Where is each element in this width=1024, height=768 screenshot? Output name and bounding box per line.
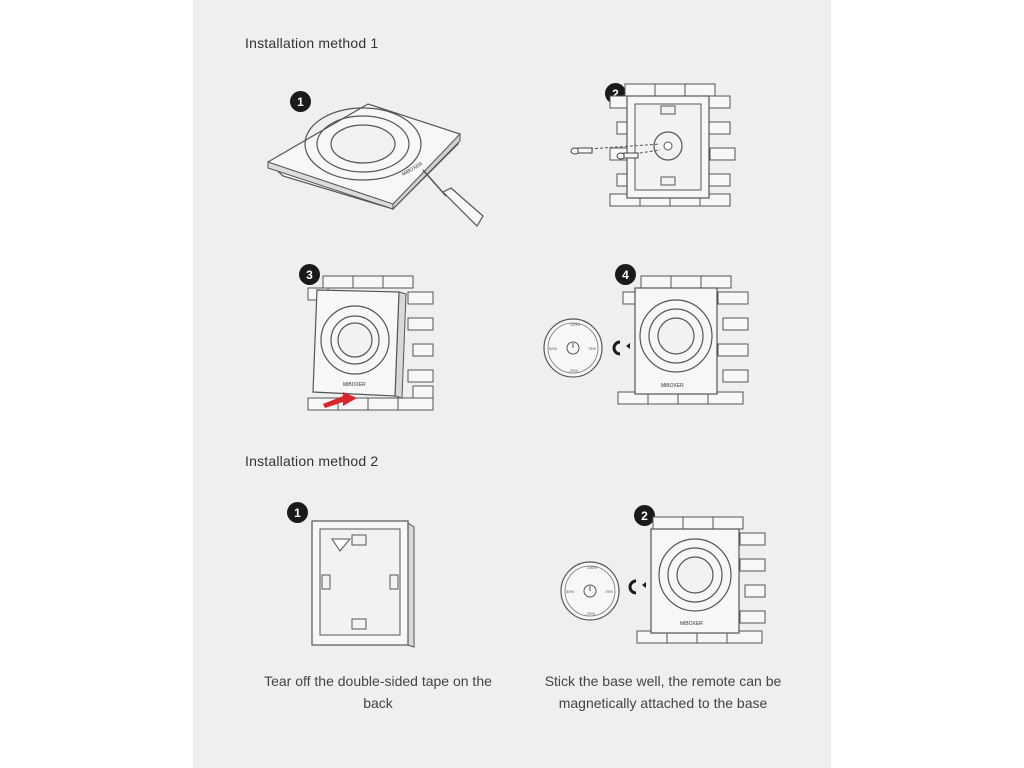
step-badge-m2-1: 1 bbox=[287, 502, 308, 523]
step-badge-m1-4: 4 bbox=[615, 264, 636, 285]
svg-text:50%: 50% bbox=[549, 346, 557, 351]
method1-heading: Installation method 1 bbox=[245, 35, 379, 51]
push-arrow bbox=[323, 392, 357, 408]
tape-corner bbox=[331, 538, 352, 552]
base-with-tape-illustration bbox=[311, 520, 415, 648]
svg-text:MiBOXER: MiBOXER bbox=[680, 621, 703, 627]
step-badge-m2-2: 2 bbox=[634, 505, 655, 526]
svg-text:75%: 75% bbox=[605, 589, 613, 594]
svg-text:50%: 50% bbox=[566, 589, 574, 594]
svg-text:75%: 75% bbox=[588, 346, 596, 351]
caption-m2-2: Stick the base well, the remote can be m… bbox=[544, 673, 782, 711]
remote-attached-illustration-m2: MiBOXER 100% 50% 75% 25% bbox=[560, 516, 766, 644]
panel-pushed-onto-base-illustration: MiBOXER bbox=[307, 275, 434, 411]
step-badge-m1-1: 1 bbox=[290, 91, 311, 112]
document-page: Installation method 1 1 MiBOXER 2 bbox=[193, 0, 831, 768]
svg-text:25%: 25% bbox=[587, 611, 595, 616]
svg-text:MiBOXER: MiBOXER bbox=[661, 383, 684, 389]
base-screwed-to-wall-illustration bbox=[570, 83, 736, 207]
svg-text:MiBOXER: MiBOXER bbox=[343, 382, 366, 388]
method2-heading: Installation method 2 bbox=[245, 453, 379, 469]
step-badge-m1-3: 3 bbox=[299, 264, 320, 285]
caption-m2-1: Tear off the double-sided tape on the ba… bbox=[264, 673, 492, 711]
svg-text:25%: 25% bbox=[570, 368, 578, 373]
remote-attached-illustration: MiBOXER 100% 50% 75% 25% bbox=[543, 275, 749, 405]
svg-text:100%: 100% bbox=[570, 322, 581, 327]
svg-text:100%: 100% bbox=[587, 565, 598, 570]
panel-with-screwdriver-illustration: MiBOXER bbox=[266, 103, 484, 227]
